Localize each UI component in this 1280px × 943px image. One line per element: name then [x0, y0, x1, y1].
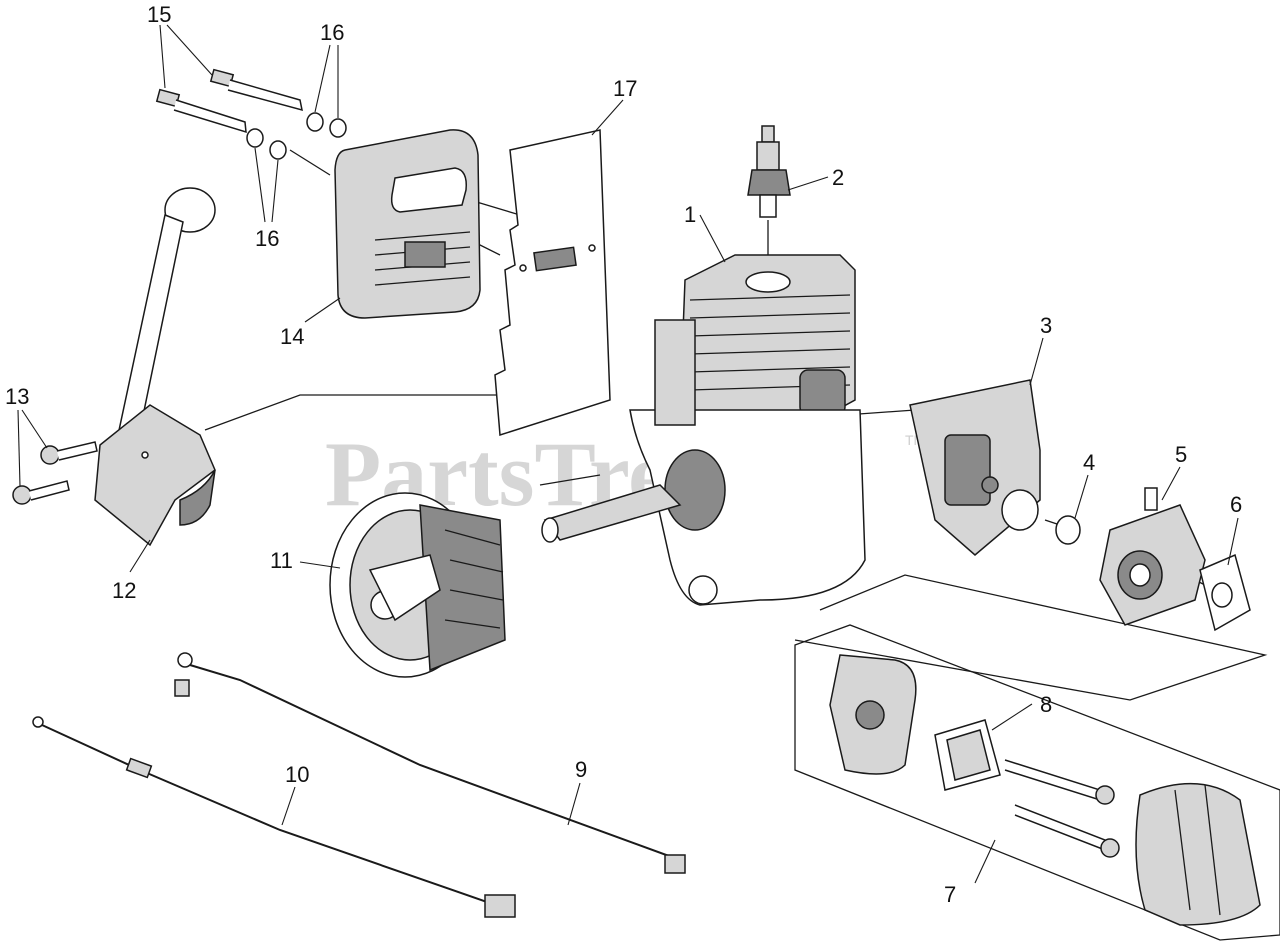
- part-12-ignition-module[interactable]: [94, 187, 216, 547]
- callout-10: 10: [285, 762, 309, 787]
- leader-16a-1: [314, 44, 331, 113]
- part-8-air-filter-element[interactable]: [934, 719, 1001, 791]
- callout-16-top: 16: [320, 20, 344, 45]
- leader-6: [1227, 517, 1239, 566]
- part-17-muffler-gasket[interactable]: [494, 129, 611, 436]
- leader-17: [591, 99, 624, 136]
- callout-2: 2: [832, 165, 844, 190]
- guide-carburetor-box: [794, 574, 1268, 701]
- leader-16b-1: [254, 147, 266, 223]
- callout-7: 7: [944, 882, 956, 907]
- part-9-stop-switch-wire[interactable]: [174, 652, 686, 874]
- leader-13a: [21, 409, 48, 449]
- leader-10: [281, 786, 296, 826]
- part-13-ignition-screws[interactable]: [12, 441, 98, 505]
- leader-11: [299, 561, 341, 569]
- leader-4: [1074, 474, 1089, 519]
- part-16-washers[interactable]: [246, 112, 347, 160]
- leader-3: [1029, 337, 1044, 386]
- callout-1: 1: [684, 202, 696, 227]
- leader-2: [787, 176, 829, 191]
- part-15-muffler-bolts[interactable]: [155, 68, 303, 134]
- guide-flywheel-to-crank: [539, 474, 601, 486]
- leader-14: [304, 297, 341, 323]
- callout-15: 15: [147, 2, 171, 27]
- leader-15b: [159, 24, 166, 89]
- leader-9: [567, 782, 581, 826]
- callout-11: 11: [270, 548, 293, 573]
- leader-15a: [166, 24, 213, 76]
- callout-17: 17: [613, 76, 637, 101]
- leader-5: [1161, 466, 1181, 501]
- callout-3: 3: [1040, 313, 1052, 338]
- guide-bolts-to-muffler: [289, 149, 331, 176]
- leader-7: [974, 839, 996, 884]
- leader-13b: [17, 409, 21, 487]
- leader-12: [129, 539, 151, 573]
- part-11-flywheel[interactable]: [329, 492, 506, 678]
- callout-14: 14: [280, 324, 304, 349]
- leader-lines: [17, 24, 1239, 884]
- part-2-spark-plug[interactable]: [747, 125, 791, 218]
- leader-1: [699, 214, 726, 263]
- leader-16b-2: [271, 159, 279, 223]
- part-14-muffler[interactable]: [334, 129, 481, 319]
- callout-numbers: 1 2 3 4 5 6 7 8 9 10 11 12 13 14 15 16 1…: [5, 2, 1242, 907]
- callout-13: 13: [5, 384, 29, 409]
- part-3-intake-insulator[interactable]: [909, 379, 1041, 556]
- part-5-carburetor[interactable]: [1099, 487, 1206, 626]
- part-4-o-ring[interactable]: [1055, 515, 1081, 545]
- part-6-carburetor-gasket[interactable]: [1199, 553, 1251, 632]
- callout-4: 4: [1083, 450, 1095, 475]
- part-1-engine-cylinder[interactable]: [541, 254, 866, 606]
- air-filter-kit-outline: [794, 624, 1280, 941]
- callout-6: 6: [1230, 492, 1242, 517]
- callout-5: 5: [1175, 442, 1187, 467]
- part-7-air-filter-assembly[interactable]: [794, 624, 1280, 941]
- callout-9: 9: [575, 757, 587, 782]
- callout-16-bottom: 16: [255, 226, 279, 251]
- leader-8: [991, 703, 1033, 731]
- callout-12: 12: [112, 578, 136, 603]
- part-10-throttle-cable[interactable]: [32, 716, 516, 918]
- callout-8: 8: [1040, 692, 1052, 717]
